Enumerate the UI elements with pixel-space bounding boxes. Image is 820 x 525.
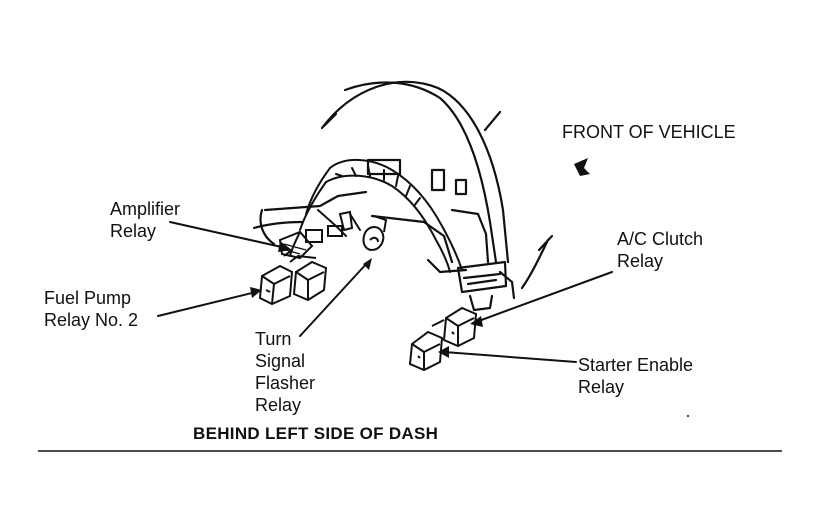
fuel-pump-relay-no2: [258, 249, 328, 306]
label-starter-enable-line2: Relay: [578, 377, 625, 397]
starter-enable-leader: [443, 351, 577, 363]
fuel-pump-leader: [157, 291, 257, 317]
label-turn-signal-line4: Relay: [255, 395, 302, 415]
label-turn-signal-line2: Signal: [255, 351, 306, 371]
label-turn-signal-line1: Turn: [255, 329, 292, 349]
label-ac-clutch-relay: A/C Clutch Relay: [617, 228, 703, 272]
ac-clutch-relay: [442, 306, 478, 348]
arrowheads: [250, 241, 483, 358]
label-starter-enable-line1: Starter Enable: [578, 355, 694, 375]
label-amplifier-relay: Amplifier Relay: [110, 198, 180, 242]
diagram-caption: BEHIND LEFT SIDE OF DASH: [193, 424, 439, 443]
speck: [687, 415, 689, 417]
label-amplifier-relay-line2: Relay: [110, 221, 157, 241]
label-fuel-pump-relay-line1: Fuel Pump: [44, 288, 132, 308]
label-fuel-pump-relay-line2: Relay No. 2: [44, 310, 139, 330]
front-direction-arrow-icon: [574, 158, 590, 176]
label-turn-signal-flasher-relay: Turn Signal Flasher Relay: [255, 328, 315, 416]
label-amplifier-relay-line1: Amplifier: [110, 199, 181, 219]
leader-lines: [157, 221, 613, 363]
starter-enable-relay: [408, 319, 445, 372]
amplifier-leader: [169, 221, 287, 249]
label-ac-clutch-line1: A/C Clutch: [617, 229, 704, 249]
dash-structure: [252, 80, 554, 312]
label-starter-enable-relay: Starter Enable Relay: [578, 354, 693, 398]
label-turn-signal-line3: Flasher: [255, 373, 316, 393]
ac-clutch-leader: [475, 271, 613, 323]
turn-signal-leader: [299, 261, 369, 337]
label-front-of-vehicle: FRONT OF VEHICLE: [562, 122, 736, 142]
amplifier-relay: [278, 210, 354, 260]
turn-signal-flasher-relay: [362, 215, 388, 252]
label-fuel-pump-relay: Fuel Pump Relay No. 2: [44, 287, 138, 331]
label-ac-clutch-line2: Relay: [617, 251, 664, 271]
